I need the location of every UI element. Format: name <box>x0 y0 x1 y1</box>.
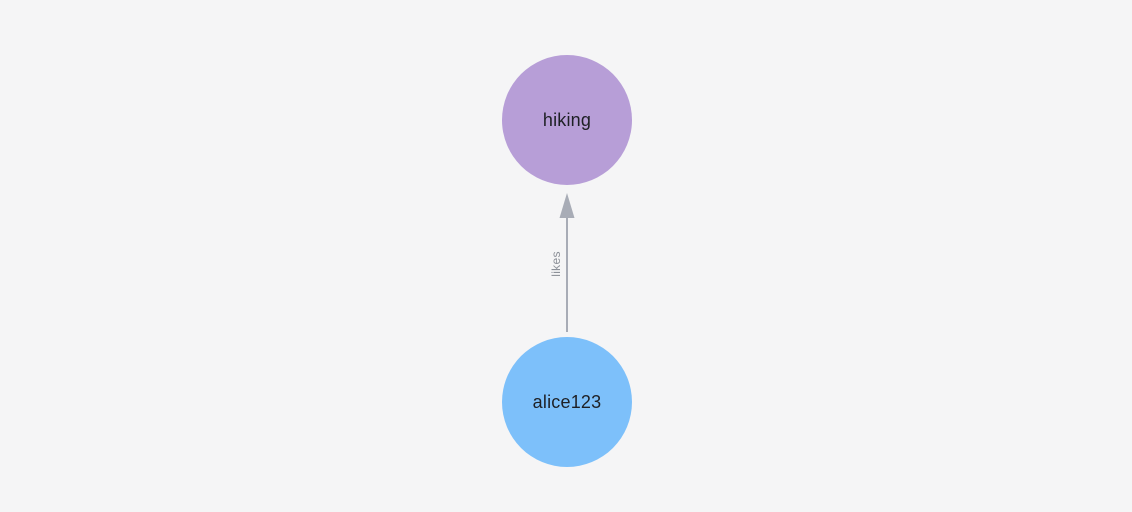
node-label: hiking <box>542 109 592 130</box>
node-alice123[interactable]: alice123 <box>502 337 632 467</box>
edge-likes[interactable] <box>550 190 586 336</box>
node-label: alice123 <box>532 391 602 412</box>
edge-arrowhead-icon <box>559 193 575 218</box>
edge-label-likes[interactable]: likes <box>549 251 563 277</box>
node-hiking[interactable]: hiking <box>502 55 632 185</box>
